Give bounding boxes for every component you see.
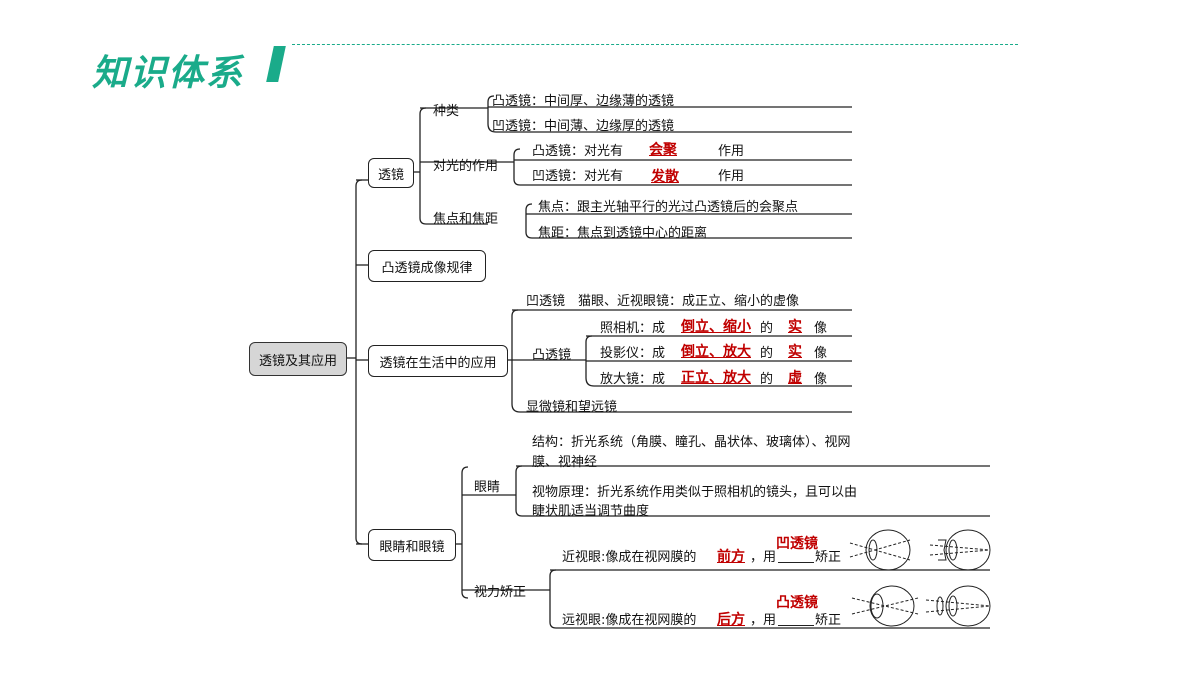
text-focal-length: 焦距：焦点到透镜中心的距离	[538, 226, 708, 241]
answer-camera-type: 实	[788, 319, 802, 335]
text-convex-effect-post: 作用	[718, 144, 745, 159]
text-eye-structure-line1: 结构：折光系统（角膜、瞳孔、晶状体、玻璃体）、视网	[532, 435, 851, 450]
text-eye-principle-line1: 视物原理：折光系统作用类似于照相机的镜头，且可以由	[532, 485, 858, 500]
node-lens: 透镜	[368, 158, 414, 188]
text-convex-effect: 凸透镜：对光有	[532, 144, 624, 159]
answer-hyperopia-position: 后方	[717, 612, 745, 628]
text-camera: 照相机：成	[600, 321, 666, 336]
answer-magnifier-type: 虚	[788, 370, 802, 386]
label-vision-correction: 视力矫正	[474, 585, 527, 600]
answer-diverge: 发散	[651, 169, 679, 185]
label-convex-lens-apps: 凸透镜	[532, 348, 572, 363]
section-title: 知识体系	[92, 53, 245, 94]
text-concave-application: 凹透镜 猫眼、近视眼镜：成正立、缩小的虚像	[526, 294, 800, 309]
text-hyperopia: 远视眼:像成在视网膜的	[562, 613, 697, 628]
text-eye-structure-line2: 膜、视神经	[532, 455, 598, 470]
answer-camera-image: 倒立、缩小	[681, 319, 751, 335]
node-imaging-rules: 凸透镜成像规律	[368, 250, 486, 282]
text-projector-post: 像	[814, 346, 828, 361]
label-kinds: 种类	[433, 104, 460, 119]
answer-myopia-lens: 凹透镜	[776, 536, 818, 552]
myopia-eye-diagrams	[849, 529, 991, 571]
text-microscope-telescope: 显微镜和望远镜	[526, 400, 618, 415]
label-eyes: 眼睛	[474, 480, 501, 495]
answer-projector-image: 倒立、放大	[681, 344, 751, 360]
text-camera-post: 像	[814, 321, 828, 336]
node-eye-glasses: 眼睛和眼镜	[368, 529, 456, 561]
header-dashed-divider	[292, 44, 1018, 45]
label-light-effect: 对光的作用	[433, 159, 499, 174]
text-eye-principle-line2: 睫状肌适当调节曲度	[532, 504, 650, 519]
node-life-applications: 透镜在生活中的应用	[368, 345, 508, 377]
text-myopia-post: 矫正	[815, 550, 842, 565]
answer-myopia-position: 前方	[717, 549, 745, 565]
hyperopia-eye-diagrams	[851, 585, 991, 627]
text-camera-de: 的	[760, 321, 774, 336]
answer-projector-type: 实	[788, 344, 802, 360]
blank-underline-myopia	[778, 562, 814, 563]
text-concave-effect-post: 作用	[718, 169, 745, 184]
text-myopia-use: ，用	[750, 550, 777, 565]
text-magnifier-de: 的	[760, 372, 774, 387]
answer-magnifier-image: 正立、放大	[681, 370, 751, 386]
label-focus-group: 焦点和焦距	[433, 212, 499, 227]
text-concave-lens: 凹透镜：中间薄、边缘厚的透镜	[492, 119, 675, 134]
text-concave-effect: 凹透镜：对光有	[532, 169, 624, 184]
root-node: 透镜及其应用	[249, 342, 347, 376]
text-magnifier-post: 像	[814, 372, 828, 387]
answer-converge: 会聚	[649, 142, 677, 158]
text-projector-de: 的	[760, 346, 774, 361]
blank-underline-hyperopia	[778, 625, 814, 626]
answer-hyperopia-lens: 凸透镜	[776, 595, 818, 611]
text-focus: 焦点：跟主光轴平行的光过凸透镜后的会聚点	[538, 200, 799, 215]
text-convex-lens: 凸透镜：中间厚、边缘薄的透镜	[492, 94, 675, 109]
text-hyperopia-use: ，用	[750, 613, 777, 628]
text-magnifier: 放大镜：成	[600, 372, 666, 387]
text-hyperopia-post: 矫正	[815, 613, 842, 628]
text-projector: 投影仪：成	[600, 346, 666, 361]
text-myopia: 近视眼:像成在视网膜的	[562, 550, 697, 565]
